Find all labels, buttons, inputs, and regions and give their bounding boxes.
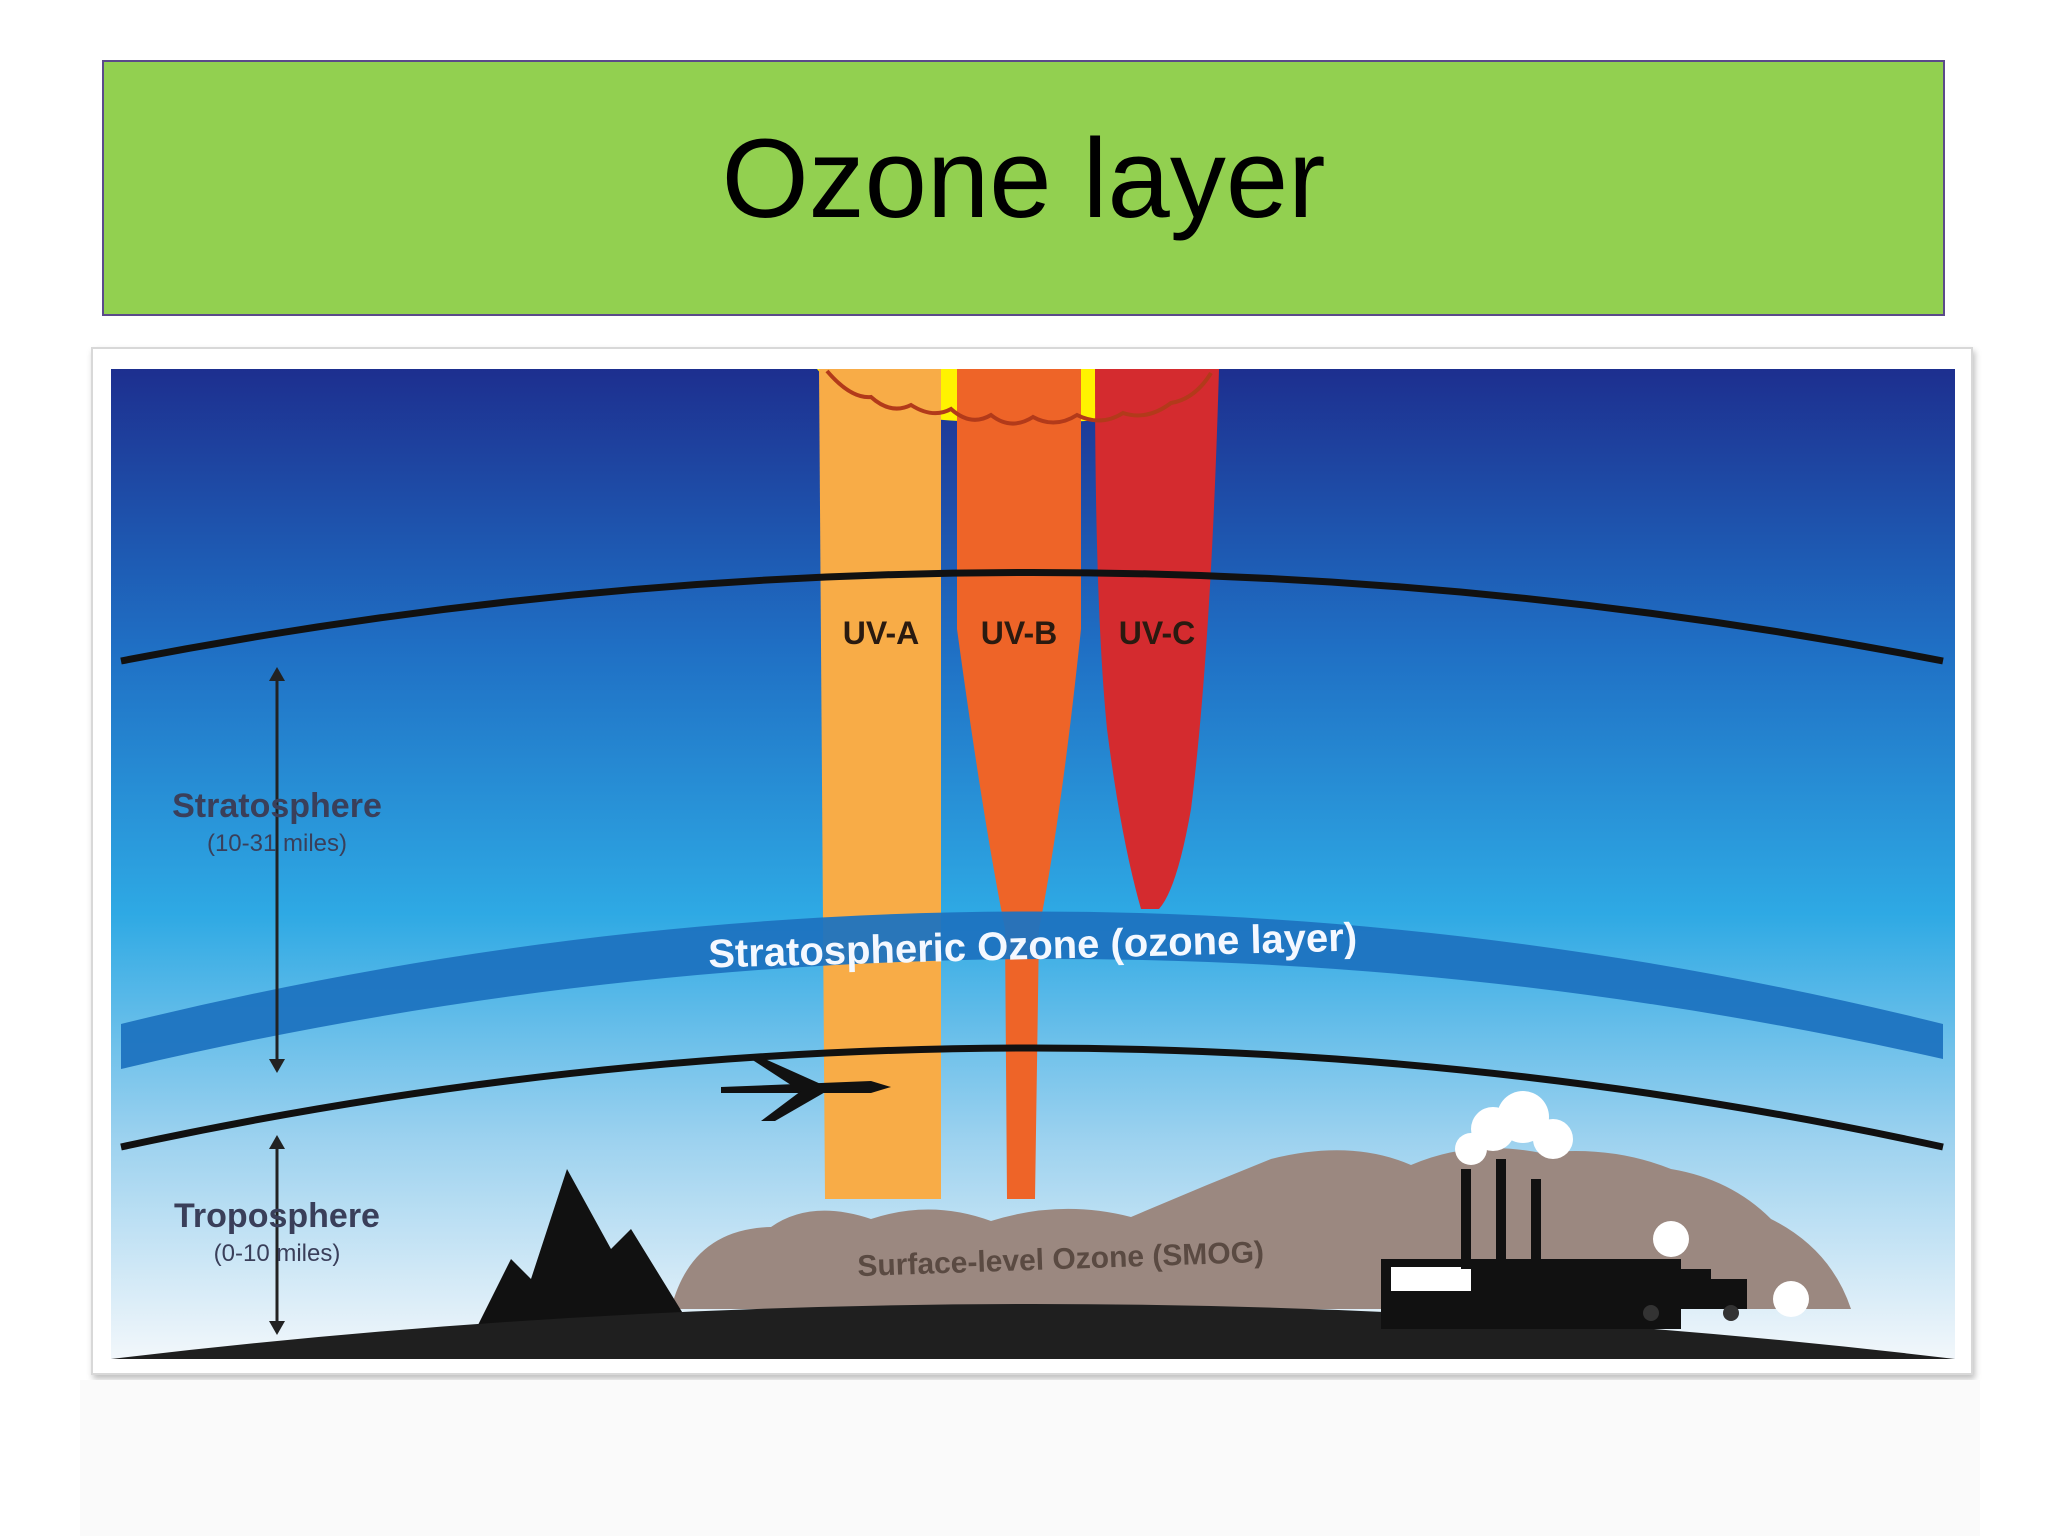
stratosphere-label: Stratosphere [172, 787, 382, 825]
stratosphere-height-arrow [269, 667, 285, 1073]
uv-a-label: UV-A [843, 615, 919, 651]
slide-footer-area [80, 1380, 1980, 1536]
ozone-layer-band [121, 911, 1943, 1069]
trucks [1631, 1221, 1809, 1321]
uv-b-beam [957, 369, 1081, 1199]
slide-title: Ozone layer [721, 116, 1326, 241]
troposphere-range: (0-10 miles) [214, 1240, 341, 1267]
uv-c-label: UV-C [1119, 615, 1195, 651]
ozone-diagram-frame: UV-A UV-B UV-C Stratosphere (10-31 miles… [91, 347, 1973, 1375]
troposphere-height-arrow [269, 1135, 285, 1335]
stratosphere-upper-boundary [120, 569, 1944, 665]
troposphere-upper-boundary [120, 1044, 1944, 1151]
airplane-icon [721, 1059, 891, 1121]
uv-c-beam [1095, 369, 1219, 909]
uv-a-beam [819, 369, 941, 1199]
uv-b-label: UV-B [981, 615, 1057, 651]
troposphere-label: Troposphere [174, 1197, 380, 1235]
ozone-diagram: UV-A UV-B UV-C Stratosphere (10-31 miles… [111, 369, 1955, 1359]
sun-drip-edge [825, 369, 1213, 426]
stratosphere-range: (10-31 miles) [207, 830, 347, 857]
mountains [461, 1169, 711, 1359]
title-box: Ozone layer [102, 60, 1945, 316]
